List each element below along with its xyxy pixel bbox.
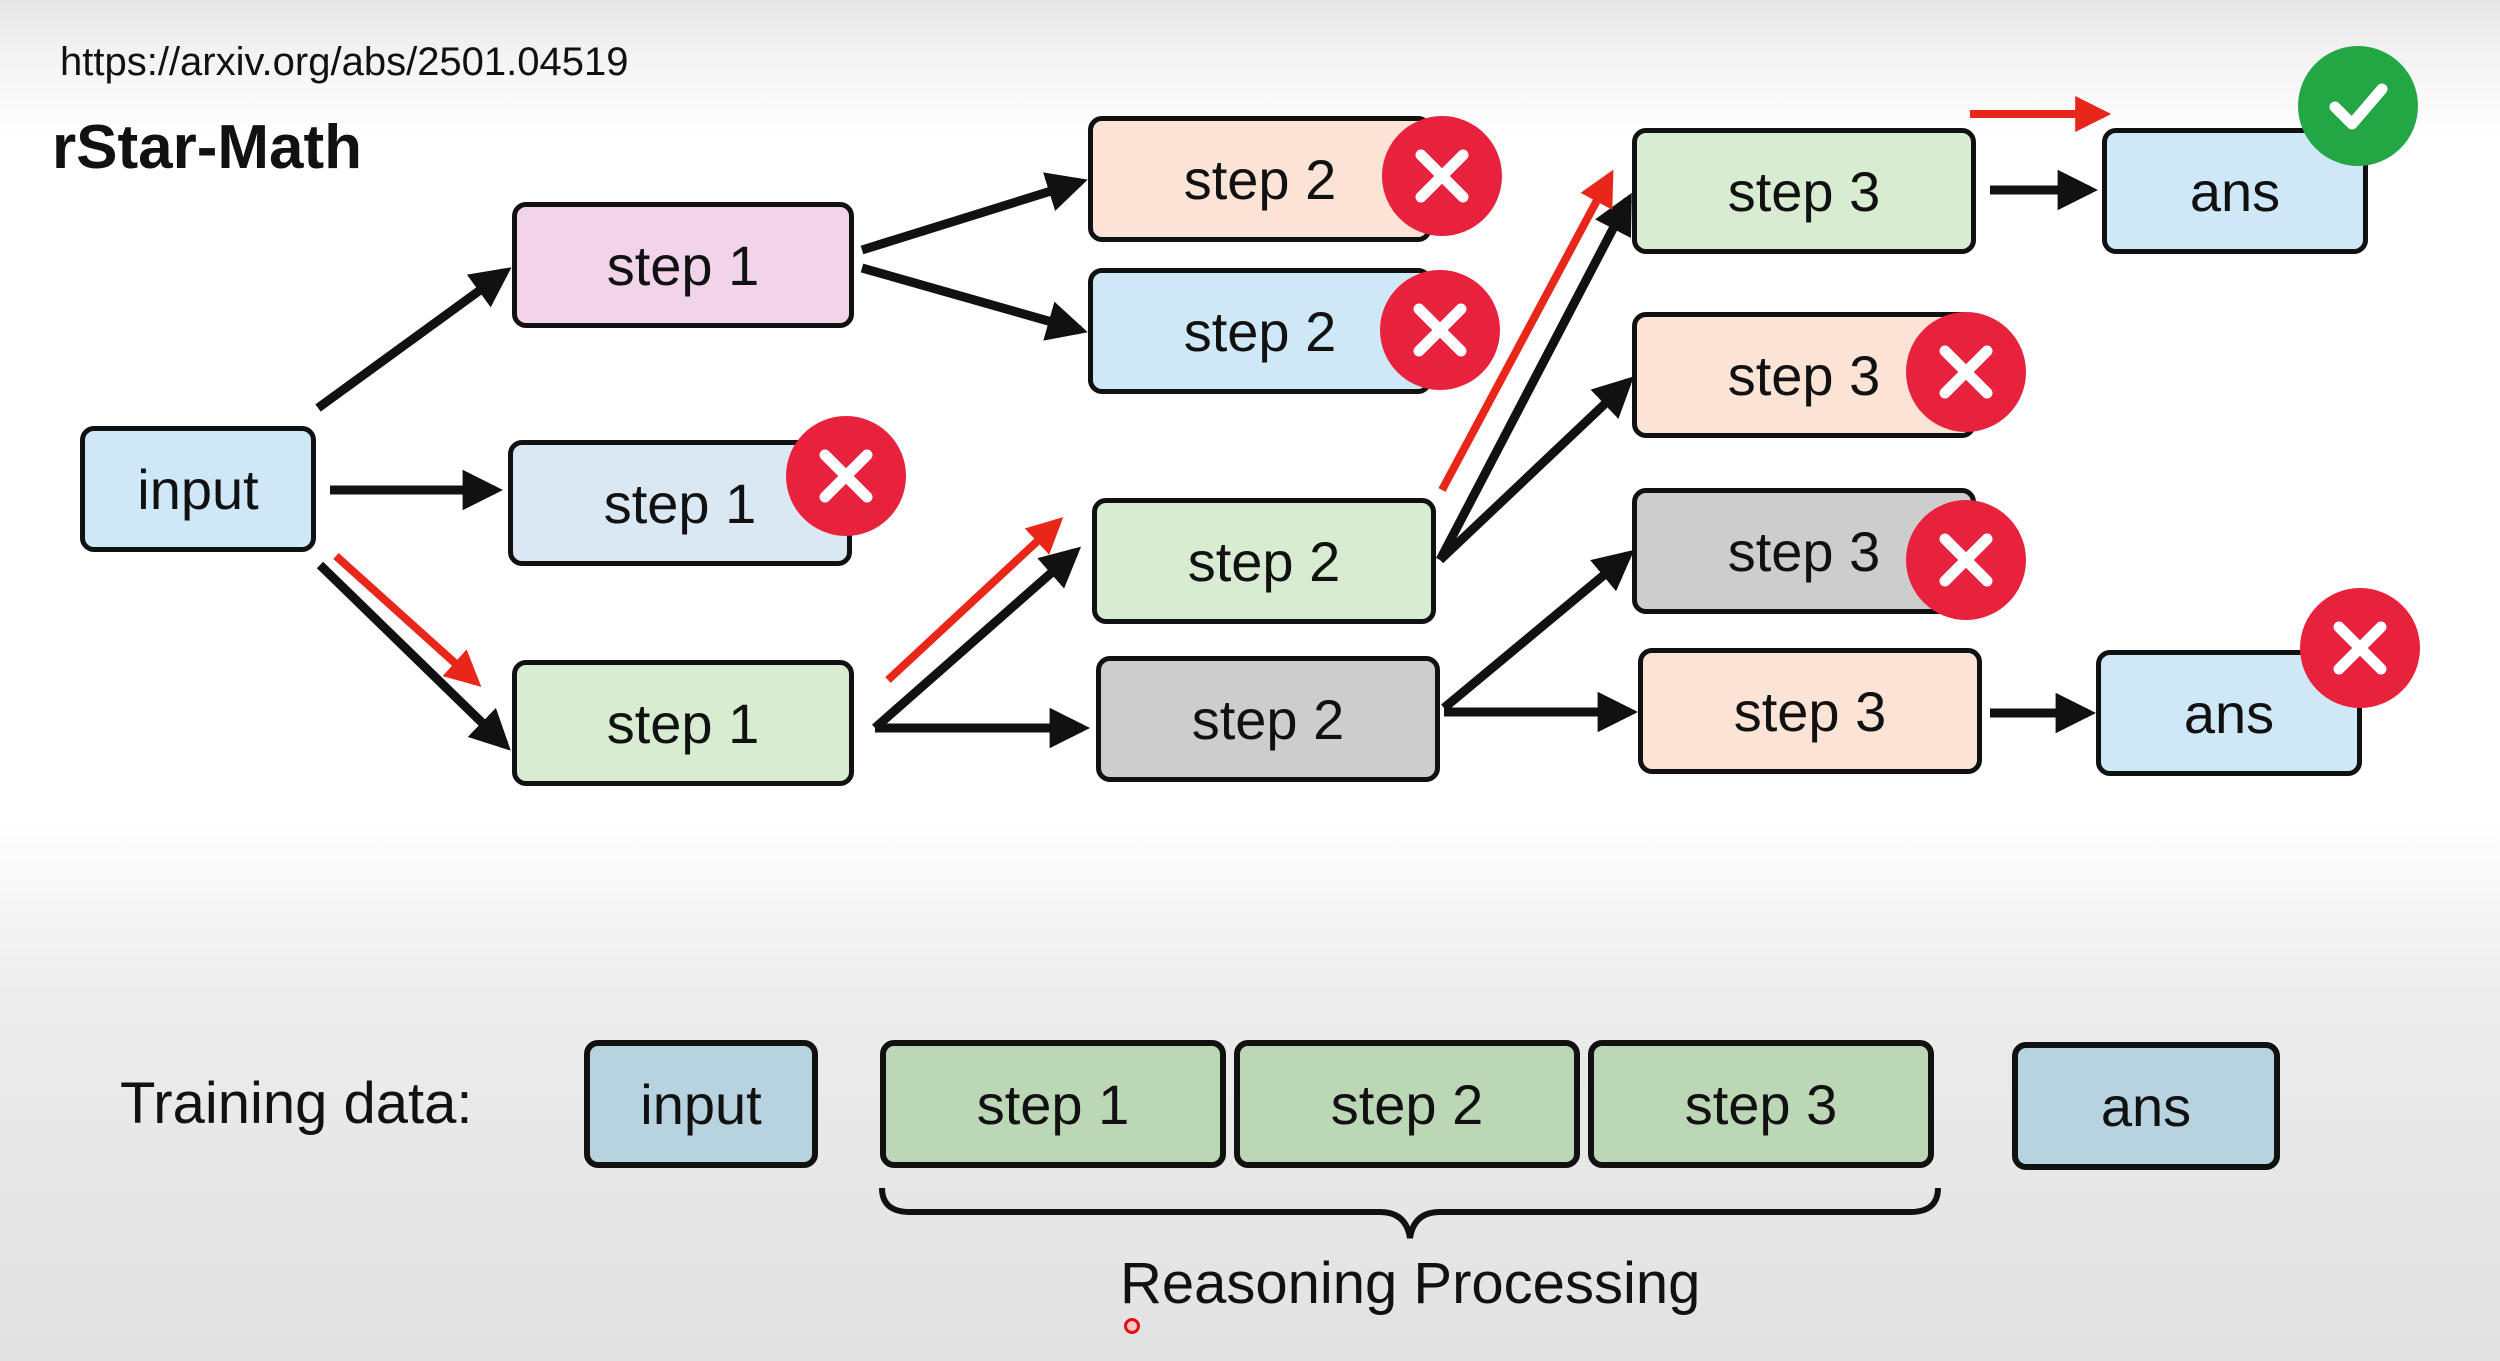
training-input-box: input xyxy=(584,1040,818,1168)
step2-node-b: step 2 xyxy=(1088,268,1432,394)
step1-node-a: step 1 xyxy=(512,202,854,328)
training-step3-box: step 3 xyxy=(1588,1040,1934,1168)
highlight-edge-3 xyxy=(1438,169,1614,492)
reasoning-processing-label: Reasoning Processing xyxy=(1120,1251,1701,1316)
edge-input-step1a xyxy=(315,267,512,412)
x-icon xyxy=(1415,149,1469,203)
diagram-title: rStar-Math xyxy=(52,113,363,182)
reject-marker-step3-c xyxy=(1906,500,2026,620)
training-step2-box: step 2 xyxy=(1234,1040,1580,1168)
x-icon xyxy=(1939,345,1993,399)
highlight-edge-1 xyxy=(333,553,482,687)
checkmark-icon xyxy=(2329,83,2388,130)
highlight-edge-2 xyxy=(885,517,1064,683)
x-icon xyxy=(2333,621,2387,675)
training-data-label: Training data: xyxy=(120,1071,473,1136)
edge-input-step1c xyxy=(316,561,511,751)
edge-step2c-step3b xyxy=(1436,376,1634,564)
training-ans-box: ans xyxy=(2012,1042,2280,1170)
source-url: https://arxiv.org/abs/2501.04519 xyxy=(60,40,629,84)
step2-node-d: step 2 xyxy=(1096,656,1440,782)
x-icon xyxy=(1413,303,1467,357)
reasoning-brace xyxy=(879,1187,1941,1239)
step3-node-d: step 3 xyxy=(1638,648,1982,774)
edge-step1a-step2a xyxy=(860,172,1088,255)
input-node: input xyxy=(80,426,316,552)
x-icon xyxy=(1939,533,1993,587)
reject-marker-step3-b xyxy=(1906,312,2026,432)
reject-marker-step2-a xyxy=(1382,116,1502,236)
step2-node-a: step 2 xyxy=(1088,116,1432,242)
edge-step1a-step2b xyxy=(860,263,1088,341)
step2-node-c: step 2 xyxy=(1092,498,1436,624)
step3-node-c: step 3 xyxy=(1632,488,1976,614)
training-step1-box: step 1 xyxy=(880,1040,1226,1168)
edge-step1c-step2c xyxy=(872,546,1082,732)
reject-marker-step2-b xyxy=(1380,270,1500,390)
edge-step2c-step3a xyxy=(1436,192,1632,563)
step3-node-a: step 3 xyxy=(1632,128,1976,254)
reject-marker-step1-b xyxy=(786,416,906,536)
step1-node-c: step 1 xyxy=(512,660,854,786)
accept-marker-ans-a xyxy=(2298,46,2418,166)
reject-marker-ans-b xyxy=(2300,588,2420,708)
edge-step2d-step3c xyxy=(1441,549,1635,712)
x-icon xyxy=(819,449,873,503)
mouse-cursor-indicator xyxy=(1124,1318,1140,1334)
